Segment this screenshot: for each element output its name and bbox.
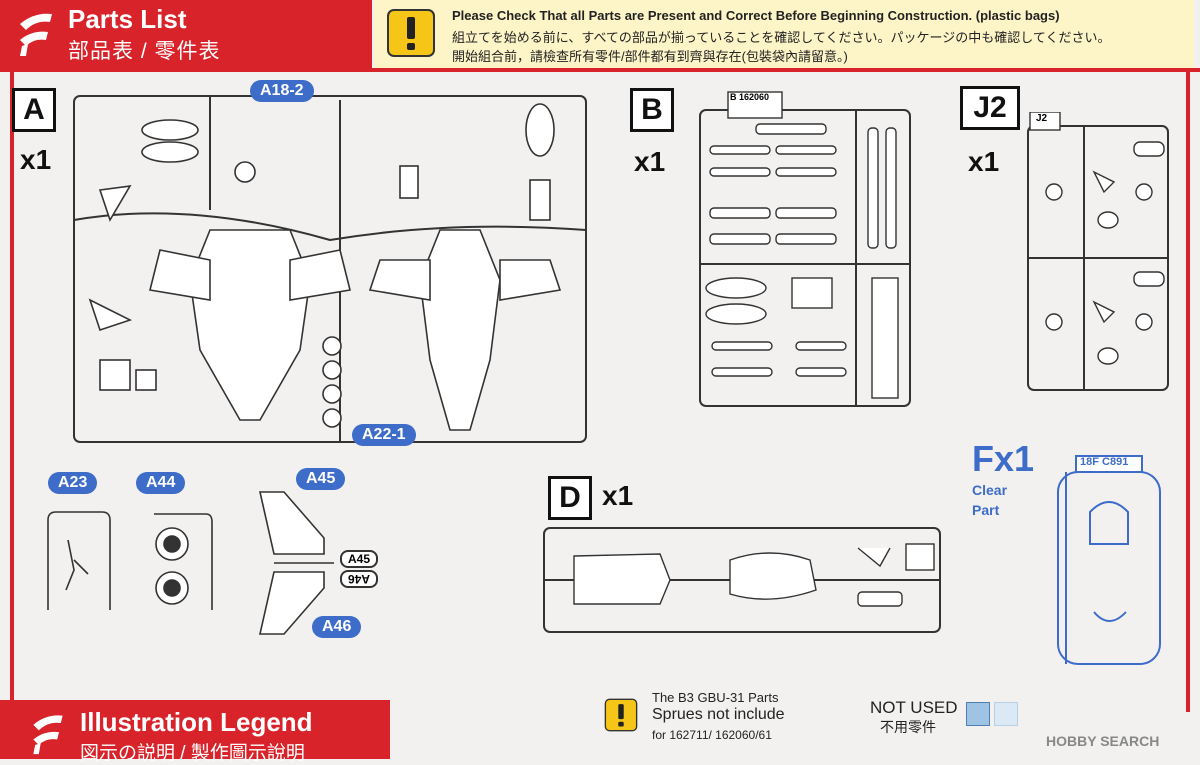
- note-line1: The B3 GBU-31 Parts: [652, 690, 779, 705]
- callout-a18-2: A18-2: [250, 80, 314, 102]
- clear-part-drawing: [1057, 455, 1161, 665]
- not-used-swatch-dark: [966, 702, 990, 726]
- warning-box: [374, 0, 1194, 68]
- not-used-label-cn: 不用零件: [880, 719, 936, 735]
- part-a23-drawing: [47, 511, 111, 610]
- warning-line-en: Please Check That all Parts are Present …: [452, 8, 1060, 23]
- left-border: [10, 72, 14, 712]
- part-a44-drawing: [154, 513, 213, 610]
- sprue-d-drawing: [543, 527, 941, 633]
- warning-line-cn: 開始組合前，請檢查所有零件/部件都有到齊與存在(包裝袋內請留意。): [452, 49, 848, 64]
- clear-part-tag: 18F C891: [1080, 456, 1128, 468]
- sprue-a-drawing: [73, 95, 587, 443]
- warning-icon: [604, 698, 638, 732]
- warning-icon: [387, 9, 435, 57]
- watermark: HOBBY SEARCH: [1046, 733, 1160, 749]
- sprue-b-letter: B: [630, 88, 674, 132]
- sprue-d-letter: D: [548, 476, 592, 520]
- sprue-j2-code: J2: [1036, 113, 1048, 124]
- note-line3: for 162711/ 162060/61: [652, 728, 772, 742]
- clear-part-desc: Clear Part: [972, 480, 1007, 520]
- part-a45-a46-drawing: [258, 491, 334, 635]
- legend-title-cn: 図示の説明 / 製作圖示說明: [80, 743, 305, 764]
- not-used-label: NOT USED: [870, 698, 958, 717]
- callout-a44: A44: [136, 472, 186, 494]
- brand-logo-icon: [33, 715, 63, 755]
- brand-logo-icon: [20, 13, 52, 56]
- sprue-a-qty: x1: [20, 144, 52, 175]
- clear-part-tag-code: C891: [1102, 456, 1129, 468]
- note-line2: Sprues not include: [652, 706, 785, 723]
- sprue-b-qty: x1: [634, 146, 666, 177]
- legend-title: Illustration Legend: [80, 707, 313, 737]
- clear-part-desc-line1: Clear: [972, 482, 1008, 498]
- callout-a23: A23: [48, 472, 98, 494]
- header-banner: [0, 0, 372, 72]
- sprue-d-qty: x1: [602, 480, 634, 511]
- page-title-cn: 部品表 / 零件表: [68, 40, 221, 63]
- not-used-swatch-light: [994, 702, 1018, 726]
- sprue-b-drawing: [699, 91, 911, 407]
- sprue-j2-drawing: [1027, 112, 1169, 391]
- tag-a46: A46: [340, 570, 379, 588]
- clear-part-label: Fx1: [972, 438, 1035, 479]
- callout-a45: A45: [296, 468, 346, 490]
- sprue-j2-letter: J2: [960, 86, 1020, 130]
- footer-banner: [0, 700, 390, 759]
- warning-line-jp: 組立てを始める前に、すべての部品が揃っていることを確認してください。パッケージの…: [452, 30, 1111, 45]
- clear-part-tag-number: 18F: [1080, 456, 1099, 468]
- header-rule: [0, 68, 1200, 72]
- clear-part-desc-line2: Part: [972, 502, 1000, 518]
- right-border: [1186, 72, 1190, 712]
- callout-a46: A46: [312, 616, 362, 638]
- tag-a45: A45: [340, 550, 379, 568]
- sprue-b-code: B 162060: [730, 92, 770, 102]
- page-title: Parts List: [68, 4, 187, 34]
- sprue-a-letter: A: [12, 88, 56, 132]
- sprue-j2-qty: x1: [968, 146, 1000, 177]
- callout-a22-1: A22-1: [352, 424, 416, 446]
